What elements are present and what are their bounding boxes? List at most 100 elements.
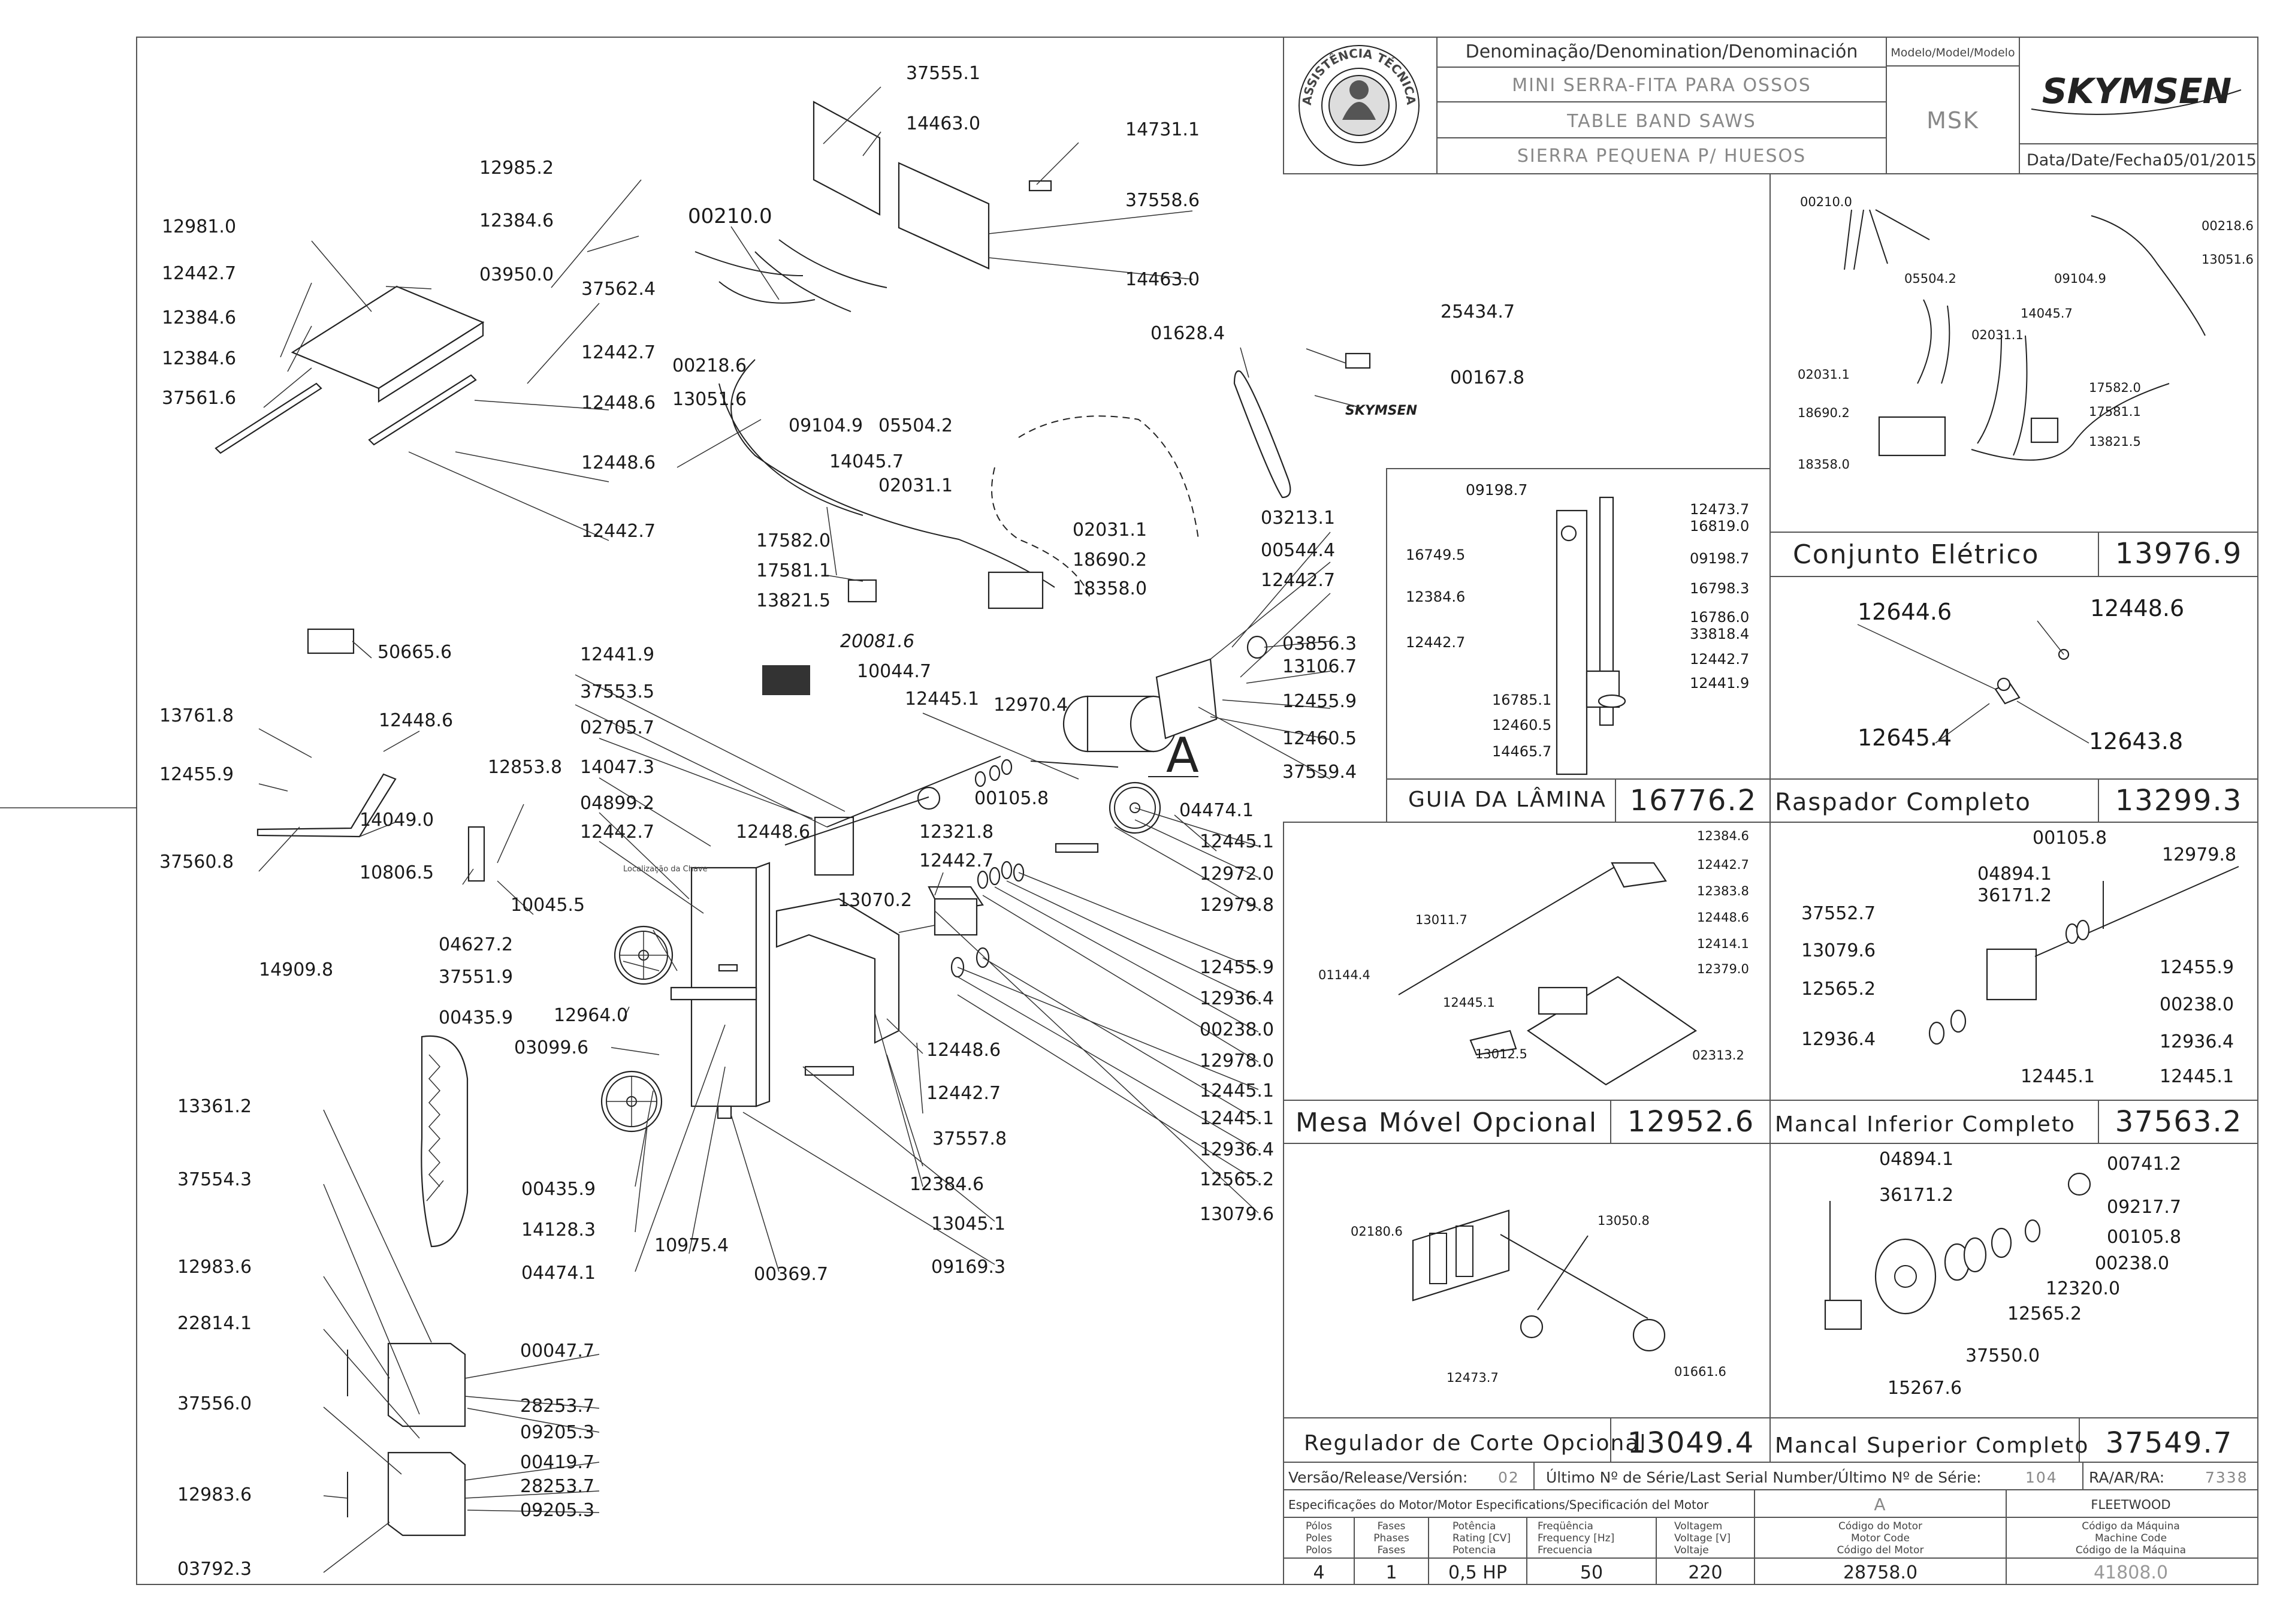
svg-text:09104.9: 09104.9 bbox=[2054, 271, 2106, 286]
label-04899-2: 04899.2 bbox=[580, 793, 654, 814]
switch-box-upper bbox=[387, 1342, 466, 1427]
label-37554-3: 37554.3 bbox=[177, 1169, 252, 1190]
svg-text:12473.7: 12473.7 bbox=[1690, 501, 1749, 518]
label-37562-4: 37562.4 bbox=[581, 279, 656, 300]
svg-text:12384.6: 12384.6 bbox=[1697, 829, 1749, 843]
cut-regulator-drawing bbox=[1412, 1209, 1666, 1352]
label-37556-0: 37556.0 bbox=[177, 1393, 252, 1414]
logo-plate-00167: SKYMSEN bbox=[1345, 403, 1417, 418]
label-12455-9-b: 12455.9 bbox=[159, 764, 234, 785]
poles-value: 4 bbox=[1313, 1562, 1324, 1583]
svg-text:Rating [CV]: Rating [CV] bbox=[1453, 1532, 1511, 1544]
upper-bearing-code: 37549.7 bbox=[2106, 1426, 2233, 1460]
label-12448-6-b: 12448.6 bbox=[581, 452, 656, 473]
label-12442-7-b: 12442.7 bbox=[581, 342, 656, 363]
label-14045-7: 14045.7 bbox=[829, 451, 904, 472]
model-label: Modelo/Model/Modelo bbox=[1891, 46, 2015, 59]
electric-title: Conjunto Elétrico bbox=[1793, 539, 2039, 570]
label-17582-0: 17582.0 bbox=[756, 530, 831, 551]
svg-text:04894.1: 04894.1 bbox=[1977, 864, 2052, 885]
svg-text:Poles: Poles bbox=[1306, 1532, 1332, 1544]
label-37551-9: 37551.9 bbox=[439, 967, 513, 988]
svg-text:Polos: Polos bbox=[1306, 1544, 1332, 1556]
svg-text:02031.1: 02031.1 bbox=[1971, 328, 2024, 342]
svg-text:16786.0: 16786.0 bbox=[1690, 609, 1749, 626]
svg-text:13050.8: 13050.8 bbox=[1598, 1214, 1650, 1228]
svg-text:Voltagem: Voltagem bbox=[1674, 1520, 1722, 1532]
label-12972-0: 12972.0 bbox=[1200, 864, 1274, 885]
version-value: 02 bbox=[1498, 1469, 1520, 1486]
label-12384-6-a: 12384.6 bbox=[479, 210, 554, 231]
svg-text:14045.7: 14045.7 bbox=[2021, 306, 2073, 321]
machine-name-en: TABLE BAND SAWS bbox=[1566, 111, 1756, 132]
svg-text:12379.0: 12379.0 bbox=[1697, 962, 1749, 976]
label-10044-7: 10044.7 bbox=[857, 661, 931, 682]
svg-text:12448.6: 12448.6 bbox=[1697, 910, 1749, 925]
label-14049-0: 14049.0 bbox=[360, 810, 434, 831]
label-09205-3-a: 09205.3 bbox=[520, 1422, 594, 1443]
svg-text:Machine Code: Machine Code bbox=[2095, 1532, 2167, 1544]
label-12455-9-a: 12455.9 bbox=[1282, 691, 1357, 712]
label-09104-9: 09104.9 bbox=[789, 415, 863, 436]
svg-text:12473.7: 12473.7 bbox=[1447, 1371, 1499, 1385]
svg-text:17581.1: 17581.1 bbox=[2089, 405, 2141, 419]
scraper-labels: 12644.6 12448.6 12645.4 12643.8 bbox=[1857, 595, 2184, 754]
label-37561-6: 37561.6 bbox=[162, 388, 236, 409]
phases-value: 1 bbox=[1385, 1562, 1397, 1583]
svg-text:12320.0: 12320.0 bbox=[2046, 1278, 2120, 1299]
label-03099-6: 03099.6 bbox=[514, 1037, 588, 1058]
upper-bearing-labels: 04894.1 00741.2 36171.2 09217.7 00105.8 … bbox=[1879, 1149, 2181, 1399]
svg-text:13012.5: 13012.5 bbox=[1475, 1047, 1527, 1061]
machine-code-value: 41808.0 bbox=[2094, 1562, 2168, 1583]
svg-text:Fases: Fases bbox=[1378, 1520, 1406, 1532]
label-14909-8: 14909.8 bbox=[259, 959, 333, 980]
svg-text:01144.4: 01144.4 bbox=[1318, 968, 1370, 982]
lower-wheel bbox=[600, 1070, 663, 1133]
svg-text:13011.7: 13011.7 bbox=[1415, 913, 1467, 927]
belt-01628 bbox=[1233, 370, 1291, 499]
ra-value: 7338 bbox=[2205, 1469, 2248, 1486]
label-12442-7-g: 12442.7 bbox=[926, 1083, 1001, 1104]
svg-text:12455.9: 12455.9 bbox=[2160, 957, 2234, 978]
motor-maker: FLEETWOOD bbox=[2091, 1498, 2170, 1512]
svg-text:02313.2: 02313.2 bbox=[1692, 1048, 1744, 1062]
label-12441-9: 12441.9 bbox=[580, 644, 654, 665]
label-12442-7-e: 12442.7 bbox=[580, 822, 654, 843]
svg-text:12565.2: 12565.2 bbox=[2007, 1303, 2082, 1324]
main-labels: 37555.1 14463.0 14731.1 37558.6 14463.0 … bbox=[159, 63, 1524, 1580]
svg-text:Código do Motor: Código do Motor bbox=[1838, 1520, 1922, 1532]
model-value: MSK bbox=[1926, 107, 1979, 134]
svg-text:18358.0: 18358.0 bbox=[1798, 457, 1850, 472]
label-10806-5: 10806.5 bbox=[360, 862, 434, 883]
label-13079-6: 13079.6 bbox=[1200, 1204, 1274, 1225]
label-37557-8: 37557.8 bbox=[932, 1128, 1007, 1149]
label-13821-5: 13821.5 bbox=[756, 590, 831, 611]
label-12979-8: 12979.8 bbox=[1200, 895, 1274, 916]
svg-text:17582.0: 17582.0 bbox=[2089, 381, 2141, 395]
switch-location-note: Localização da Chave bbox=[623, 865, 708, 874]
svg-text:Frecuencia: Frecuencia bbox=[1538, 1544, 1592, 1556]
machine-name-es: SIERRA PEQUENA P/ HUESOS bbox=[1517, 146, 1806, 167]
svg-text:13821.5: 13821.5 bbox=[2089, 434, 2141, 449]
svg-text:12445.1: 12445.1 bbox=[2021, 1066, 2095, 1087]
label-12964-0: 12964.0 bbox=[554, 1005, 628, 1026]
label-03856-3: 03856.3 bbox=[1282, 633, 1357, 654]
upper-wheel bbox=[614, 925, 674, 985]
svg-text:00105.8: 00105.8 bbox=[2033, 828, 2107, 849]
blade-guide-title: GUIA DA LÂMINA bbox=[1408, 787, 1607, 812]
label-00167-8: 00167.8 bbox=[1450, 367, 1524, 388]
label-plate-50665 bbox=[307, 628, 355, 654]
serial-value: 104 bbox=[2025, 1469, 2058, 1486]
svg-text:12445.1: 12445.1 bbox=[1443, 995, 1495, 1010]
svg-text:00741.2: 00741.2 bbox=[2107, 1154, 2181, 1175]
svg-text:02031.1: 02031.1 bbox=[1798, 367, 1850, 382]
label-12384-6-c: 12384.6 bbox=[162, 348, 236, 369]
svg-text:13079.6: 13079.6 bbox=[1801, 940, 1876, 961]
label-13106-7: 13106.7 bbox=[1282, 656, 1357, 677]
svg-text:12445.1: 12445.1 bbox=[2160, 1066, 2234, 1087]
svg-text:13051.6: 13051.6 bbox=[2202, 252, 2254, 267]
svg-text:Potência: Potência bbox=[1453, 1520, 1496, 1532]
denomination-label: Denominação/Denomination/Denominación bbox=[1466, 41, 1858, 62]
svg-text:12383.8: 12383.8 bbox=[1697, 884, 1749, 898]
